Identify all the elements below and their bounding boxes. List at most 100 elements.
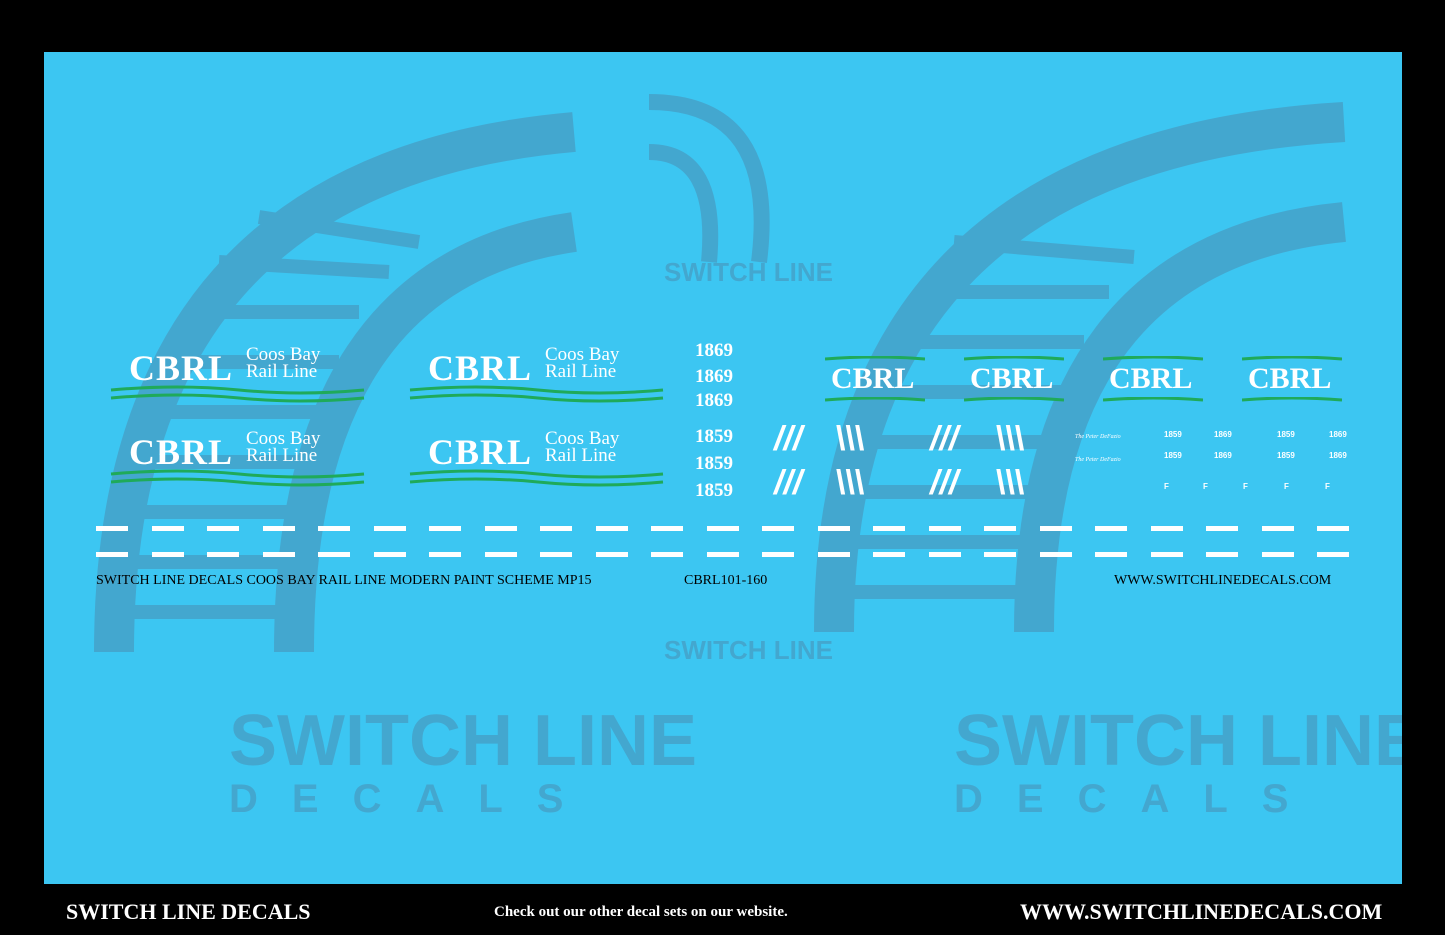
green-line-top — [825, 356, 925, 361]
logo-initials: CBRL — [129, 432, 234, 472]
dash-stripe — [817, 526, 850, 531]
stripe-forward-2: /// — [774, 464, 803, 502]
number-1869-b: 1869 — [695, 366, 733, 387]
green-stripes — [110, 385, 365, 403]
dash-stripe — [318, 552, 350, 557]
logo-line2: Rail Line — [545, 445, 617, 466]
tiny-number-r2-4: 1869 — [1329, 451, 1347, 460]
small-logo-text: CBRL — [1109, 362, 1193, 395]
dash-stripe — [1150, 552, 1183, 557]
green-line-bottom — [1103, 397, 1203, 402]
cbrl-small-logo-2: CBRL — [964, 356, 1064, 402]
dash-stripe — [706, 526, 739, 531]
dash-stripe — [1261, 552, 1294, 557]
dash-stripe — [262, 526, 295, 531]
logo-initials: CBRL — [428, 348, 533, 388]
dash-stripe — [1039, 552, 1072, 557]
footer-tagline: Check out our other decal sets on our we… — [494, 904, 788, 920]
rail-track-watermark-left — [94, 112, 577, 653]
watermark-small-mid: SWITCH LINE — [664, 635, 833, 665]
green-line-bottom — [1242, 397, 1342, 402]
stripe-back-3: \\\ — [996, 420, 1025, 458]
dash-stripe — [1095, 552, 1127, 557]
dash-stripe — [762, 526, 794, 531]
number-1859-a: 1859 — [695, 426, 733, 447]
dash-stripe — [373, 526, 406, 531]
dash-stripe — [540, 526, 572, 531]
dash-stripe — [1206, 526, 1238, 531]
tiny-f-1: F — [1164, 482, 1169, 491]
stripe-forward-4: /// — [930, 464, 959, 502]
tiny-number-r2-1: 1859 — [1164, 451, 1182, 460]
logo-line2: Rail Line — [545, 361, 617, 382]
dash-stripe — [762, 552, 794, 557]
tiny-number-r1-2: 1869 — [1214, 430, 1232, 439]
rail-track-watermark-center — [648, 94, 770, 263]
logo-initials: CBRL — [129, 348, 234, 388]
number-1869-a: 1869 — [695, 340, 733, 361]
dash-stripe — [207, 526, 239, 531]
small-logo-text: CBRL — [970, 362, 1054, 395]
number-1869-c: 1869 — [695, 390, 733, 411]
dash-stripe — [373, 552, 406, 557]
dash-stripe — [96, 526, 128, 531]
stripe-forward-3: /// — [930, 420, 959, 458]
dash-stripe — [706, 552, 739, 557]
watermark-large-left: SWITCH LINE — [229, 701, 697, 781]
tiny-f-3: F — [1243, 482, 1248, 491]
tiny-f-5: F — [1325, 482, 1330, 491]
dash-stripe — [873, 526, 905, 531]
decal-sheet: SWITCH LINE SWITCH LINE SWITCH LINE DECA… — [44, 52, 1402, 884]
script-name-1: The Peter DeFazio — [1075, 434, 1121, 440]
dash-stripe — [484, 526, 517, 531]
cbrl-small-logo-3: CBRL — [1103, 356, 1203, 402]
script-name-2: The Peter DeFazio — [1075, 457, 1121, 463]
watermark-large-left-sub: DECALS — [229, 777, 598, 821]
tiny-number-r1-1: 1859 — [1164, 430, 1182, 439]
dash-stripe — [318, 526, 350, 531]
logo-line1: Coos Bay — [246, 428, 321, 449]
green-line-top — [964, 356, 1064, 361]
dash-stripe — [984, 552, 1016, 557]
logo-line1: Coos Bay — [246, 344, 321, 365]
dash-stripe — [928, 552, 961, 557]
dash-stripe — [595, 552, 628, 557]
dash-stripe — [151, 526, 184, 531]
watermark-large-right: SWITCH LINE — [954, 701, 1402, 781]
green-stripes — [409, 385, 664, 403]
dash-stripe — [1206, 552, 1238, 557]
stripe-back-1: \\\ — [836, 420, 865, 458]
dash-stripe — [429, 526, 461, 531]
dash-stripe — [207, 552, 239, 557]
stripe-forward-1: /// — [774, 420, 803, 458]
dash-stripe — [651, 552, 683, 557]
dash-stripe — [984, 526, 1016, 531]
dash-stripe — [1039, 526, 1072, 531]
dash-stripe — [595, 526, 628, 531]
dash-stripe — [151, 552, 184, 557]
dash-stripe — [817, 552, 850, 557]
dash-stripe — [262, 552, 295, 557]
number-1859-c: 1859 — [695, 480, 733, 501]
stripe-back-2: \\\ — [836, 464, 865, 502]
dash-stripe — [1095, 526, 1127, 531]
dash-stripe — [1150, 526, 1183, 531]
logo-line2: Rail Line — [246, 445, 318, 466]
number-1859-b: 1859 — [695, 453, 733, 474]
dash-stripe — [484, 552, 517, 557]
footer-brand: SWITCH LINE DECALS — [66, 899, 311, 924]
dash-stripe — [928, 526, 961, 531]
caption-title: SWITCH LINE DECALS COOS BAY RAIL LINE MO… — [96, 573, 592, 588]
green-line-top — [1103, 356, 1203, 361]
dash-stripe — [1317, 526, 1349, 531]
stripe-back-4: \\\ — [996, 464, 1025, 502]
green-stripes — [409, 469, 664, 487]
caption-website: WWW.SWITCHLINEDECALS.COM — [1114, 573, 1332, 588]
dash-stripe — [429, 552, 461, 557]
dash-stripe — [873, 552, 905, 557]
cbrl-small-logo-4: CBRL — [1242, 356, 1342, 402]
footer-website: WWW.SWITCHLINEDECALS.COM — [1020, 899, 1383, 924]
green-line-bottom — [964, 397, 1064, 402]
tiny-f-2: F — [1203, 482, 1208, 491]
rail-track-watermark-right — [814, 102, 1346, 633]
